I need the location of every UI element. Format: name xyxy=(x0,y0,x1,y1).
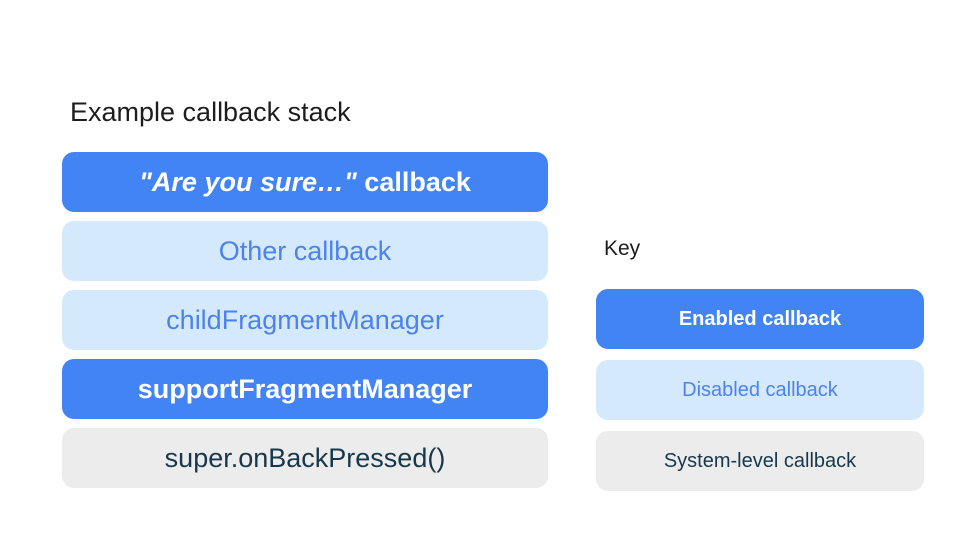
callback-stack: "Are you sure…" callback Other callback … xyxy=(62,152,548,488)
key-title: Key xyxy=(604,237,641,260)
stack-item-support-fragment-manager: supportFragmentManager xyxy=(62,359,548,419)
key-item-enabled-callback: Enabled callback xyxy=(596,289,924,349)
stack-item-other-callback: Other callback xyxy=(62,221,548,281)
key-legend: Enabled callback Disabled callback Syste… xyxy=(596,289,924,491)
key-item-system-level-callback: System-level callback xyxy=(596,431,924,491)
stack-item-are-you-sure-callback: "Are you sure…" callback xyxy=(62,152,548,212)
stack-item-child-fragment-manager: childFragmentManager xyxy=(62,290,548,350)
stack-item-label-italic-part: "Are you sure…" xyxy=(139,166,357,197)
stack-item-label-rest-part: callback xyxy=(356,166,471,197)
stack-title: Example callback stack xyxy=(70,97,351,127)
key-item-disabled-callback: Disabled callback xyxy=(596,360,924,420)
stack-item-super-on-back-pressed: super.onBackPressed() xyxy=(62,428,548,488)
